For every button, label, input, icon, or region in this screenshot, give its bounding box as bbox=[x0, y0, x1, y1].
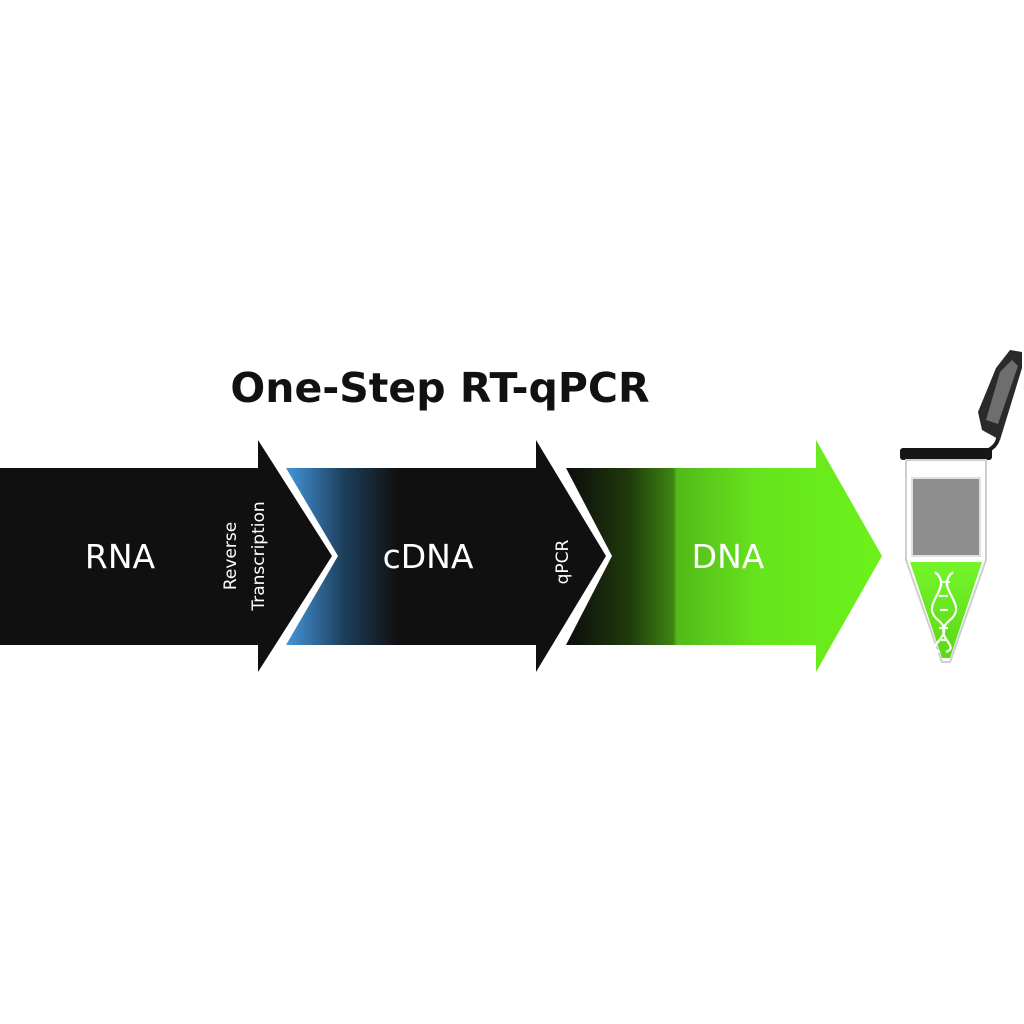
dna-helix-icon bbox=[930, 571, 958, 654]
microcentrifuge-tube-icon bbox=[900, 350, 1022, 663]
process-label-reverse: Reverse bbox=[221, 522, 241, 590]
tube-window bbox=[912, 478, 980, 556]
process-label-reverse-transcription: Reverse Transcription bbox=[221, 501, 269, 611]
arrow-cdna bbox=[286, 440, 606, 672]
step-label-rna: RNA bbox=[85, 537, 156, 576]
diagram-title: One-Step RT-qPCR bbox=[230, 364, 649, 412]
step-label-cdna: cDNA bbox=[383, 537, 474, 576]
step-label-dna: DNA bbox=[692, 537, 765, 576]
arrow-rna bbox=[0, 440, 332, 672]
process-label-qpcr: qPCR bbox=[553, 539, 573, 584]
tube-cap-inner bbox=[986, 360, 1018, 424]
process-label-qpcr-group: qPCR bbox=[553, 539, 573, 584]
arrow-dna bbox=[566, 440, 882, 672]
tube-rim bbox=[900, 448, 992, 460]
process-label-transcription: Transcription bbox=[249, 501, 269, 611]
